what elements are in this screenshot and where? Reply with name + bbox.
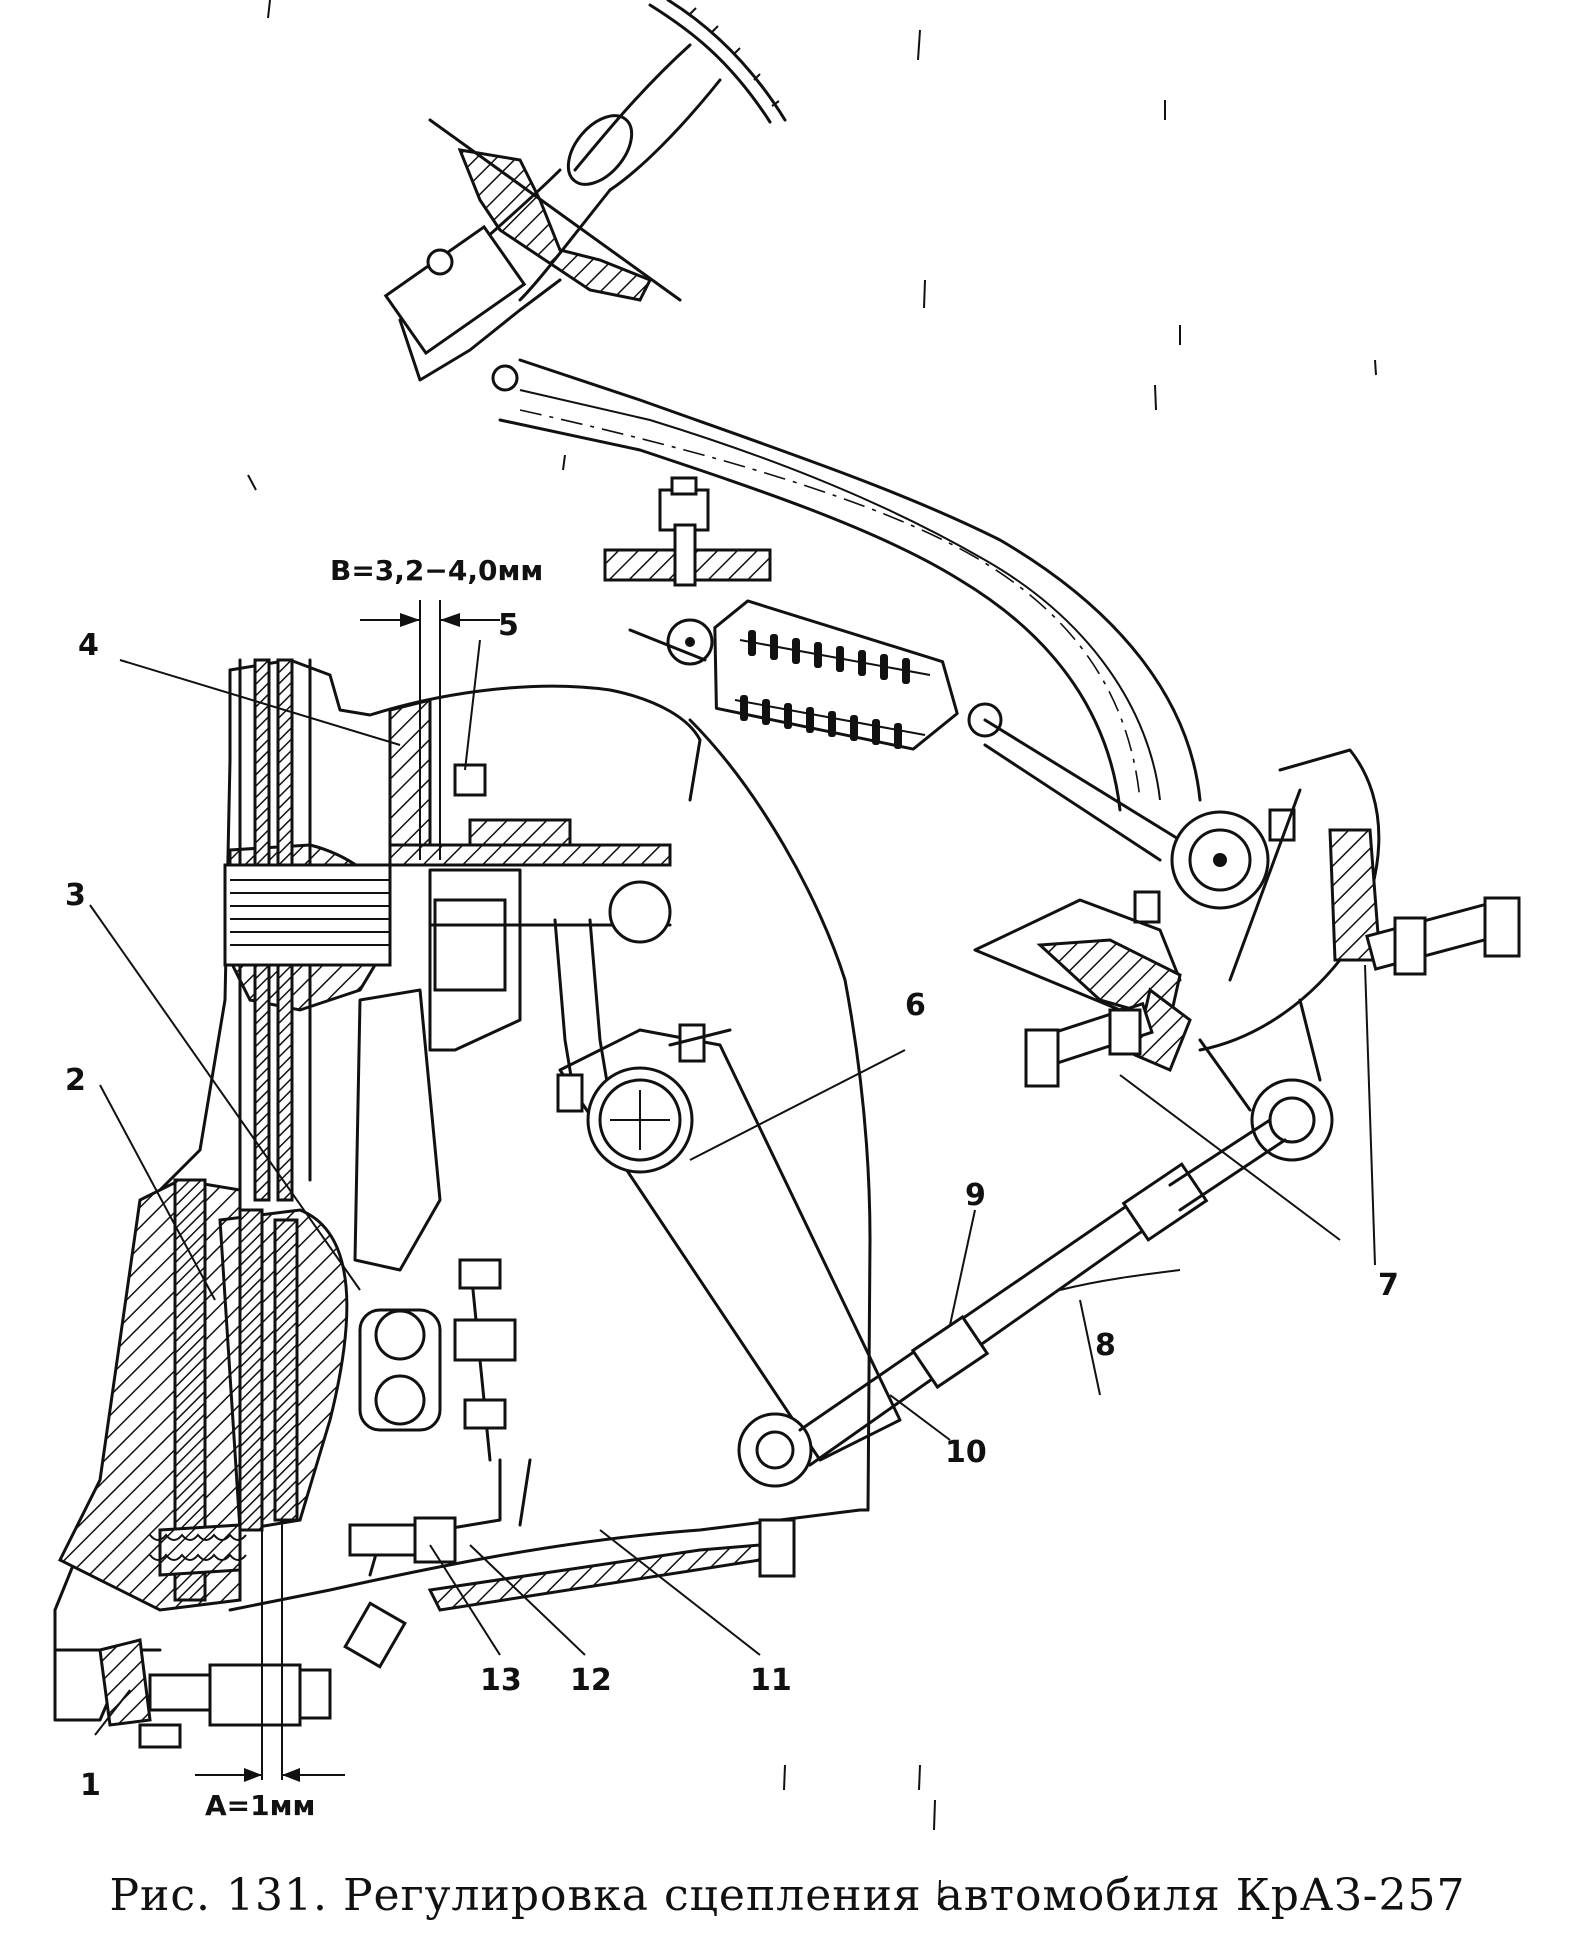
label-3: 3 <box>65 878 86 913</box>
spring-coils <box>740 630 910 749</box>
label-5: 5 <box>498 608 519 643</box>
label-4: 4 <box>78 628 99 663</box>
label-1: 1 <box>80 1768 101 1803</box>
figure-caption: Рис. 131. Регулировка сцепления автомоби… <box>109 1870 1466 1921</box>
pedal-return-spring <box>603 476 1182 862</box>
label-9: 9 <box>965 1178 986 1213</box>
label-8: 8 <box>1095 1328 1116 1363</box>
label-2: 2 <box>65 1063 86 1098</box>
clutch-housing <box>53 658 872 1780</box>
gap-b-label: В=3,2−4,0мм <box>330 554 543 587</box>
label-10: 10 <box>945 1435 987 1470</box>
label-12: 12 <box>570 1663 612 1698</box>
gap-a-label: А=1мм <box>205 1789 315 1822</box>
gap-b-dimension: В=3,2−4,0мм <box>330 554 543 860</box>
release-fork-lever <box>556 1023 1287 1488</box>
label-7: 7 <box>1378 1268 1399 1303</box>
part-labels: 1 2 3 4 5 6 7 8 9 10 11 12 13 <box>65 608 1399 1803</box>
gap-a-dimension: А=1мм <box>195 1768 345 1822</box>
pedal-pivot <box>973 748 1521 1162</box>
label-13: 13 <box>480 1663 522 1698</box>
scan-noise <box>247 0 1377 1906</box>
clutch-pedal <box>383 0 1202 812</box>
label-11: 11 <box>750 1663 792 1698</box>
label-6: 6 <box>905 988 926 1023</box>
leader-lines <box>89 639 1376 1736</box>
